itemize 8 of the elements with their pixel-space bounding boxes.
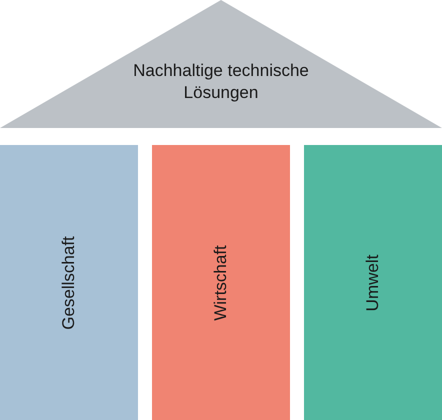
roof-label: Nachhaltige technische Lösungen bbox=[132, 60, 310, 104]
pillar-label: Umwelt bbox=[363, 254, 383, 311]
pillar-label: Gesellschaft bbox=[59, 236, 79, 330]
pillar bbox=[304, 145, 442, 420]
pillar bbox=[0, 145, 138, 420]
roof-triangle bbox=[0, 0, 442, 130]
pillar bbox=[152, 145, 290, 420]
pillar-label: Wirtschaft bbox=[211, 244, 231, 320]
